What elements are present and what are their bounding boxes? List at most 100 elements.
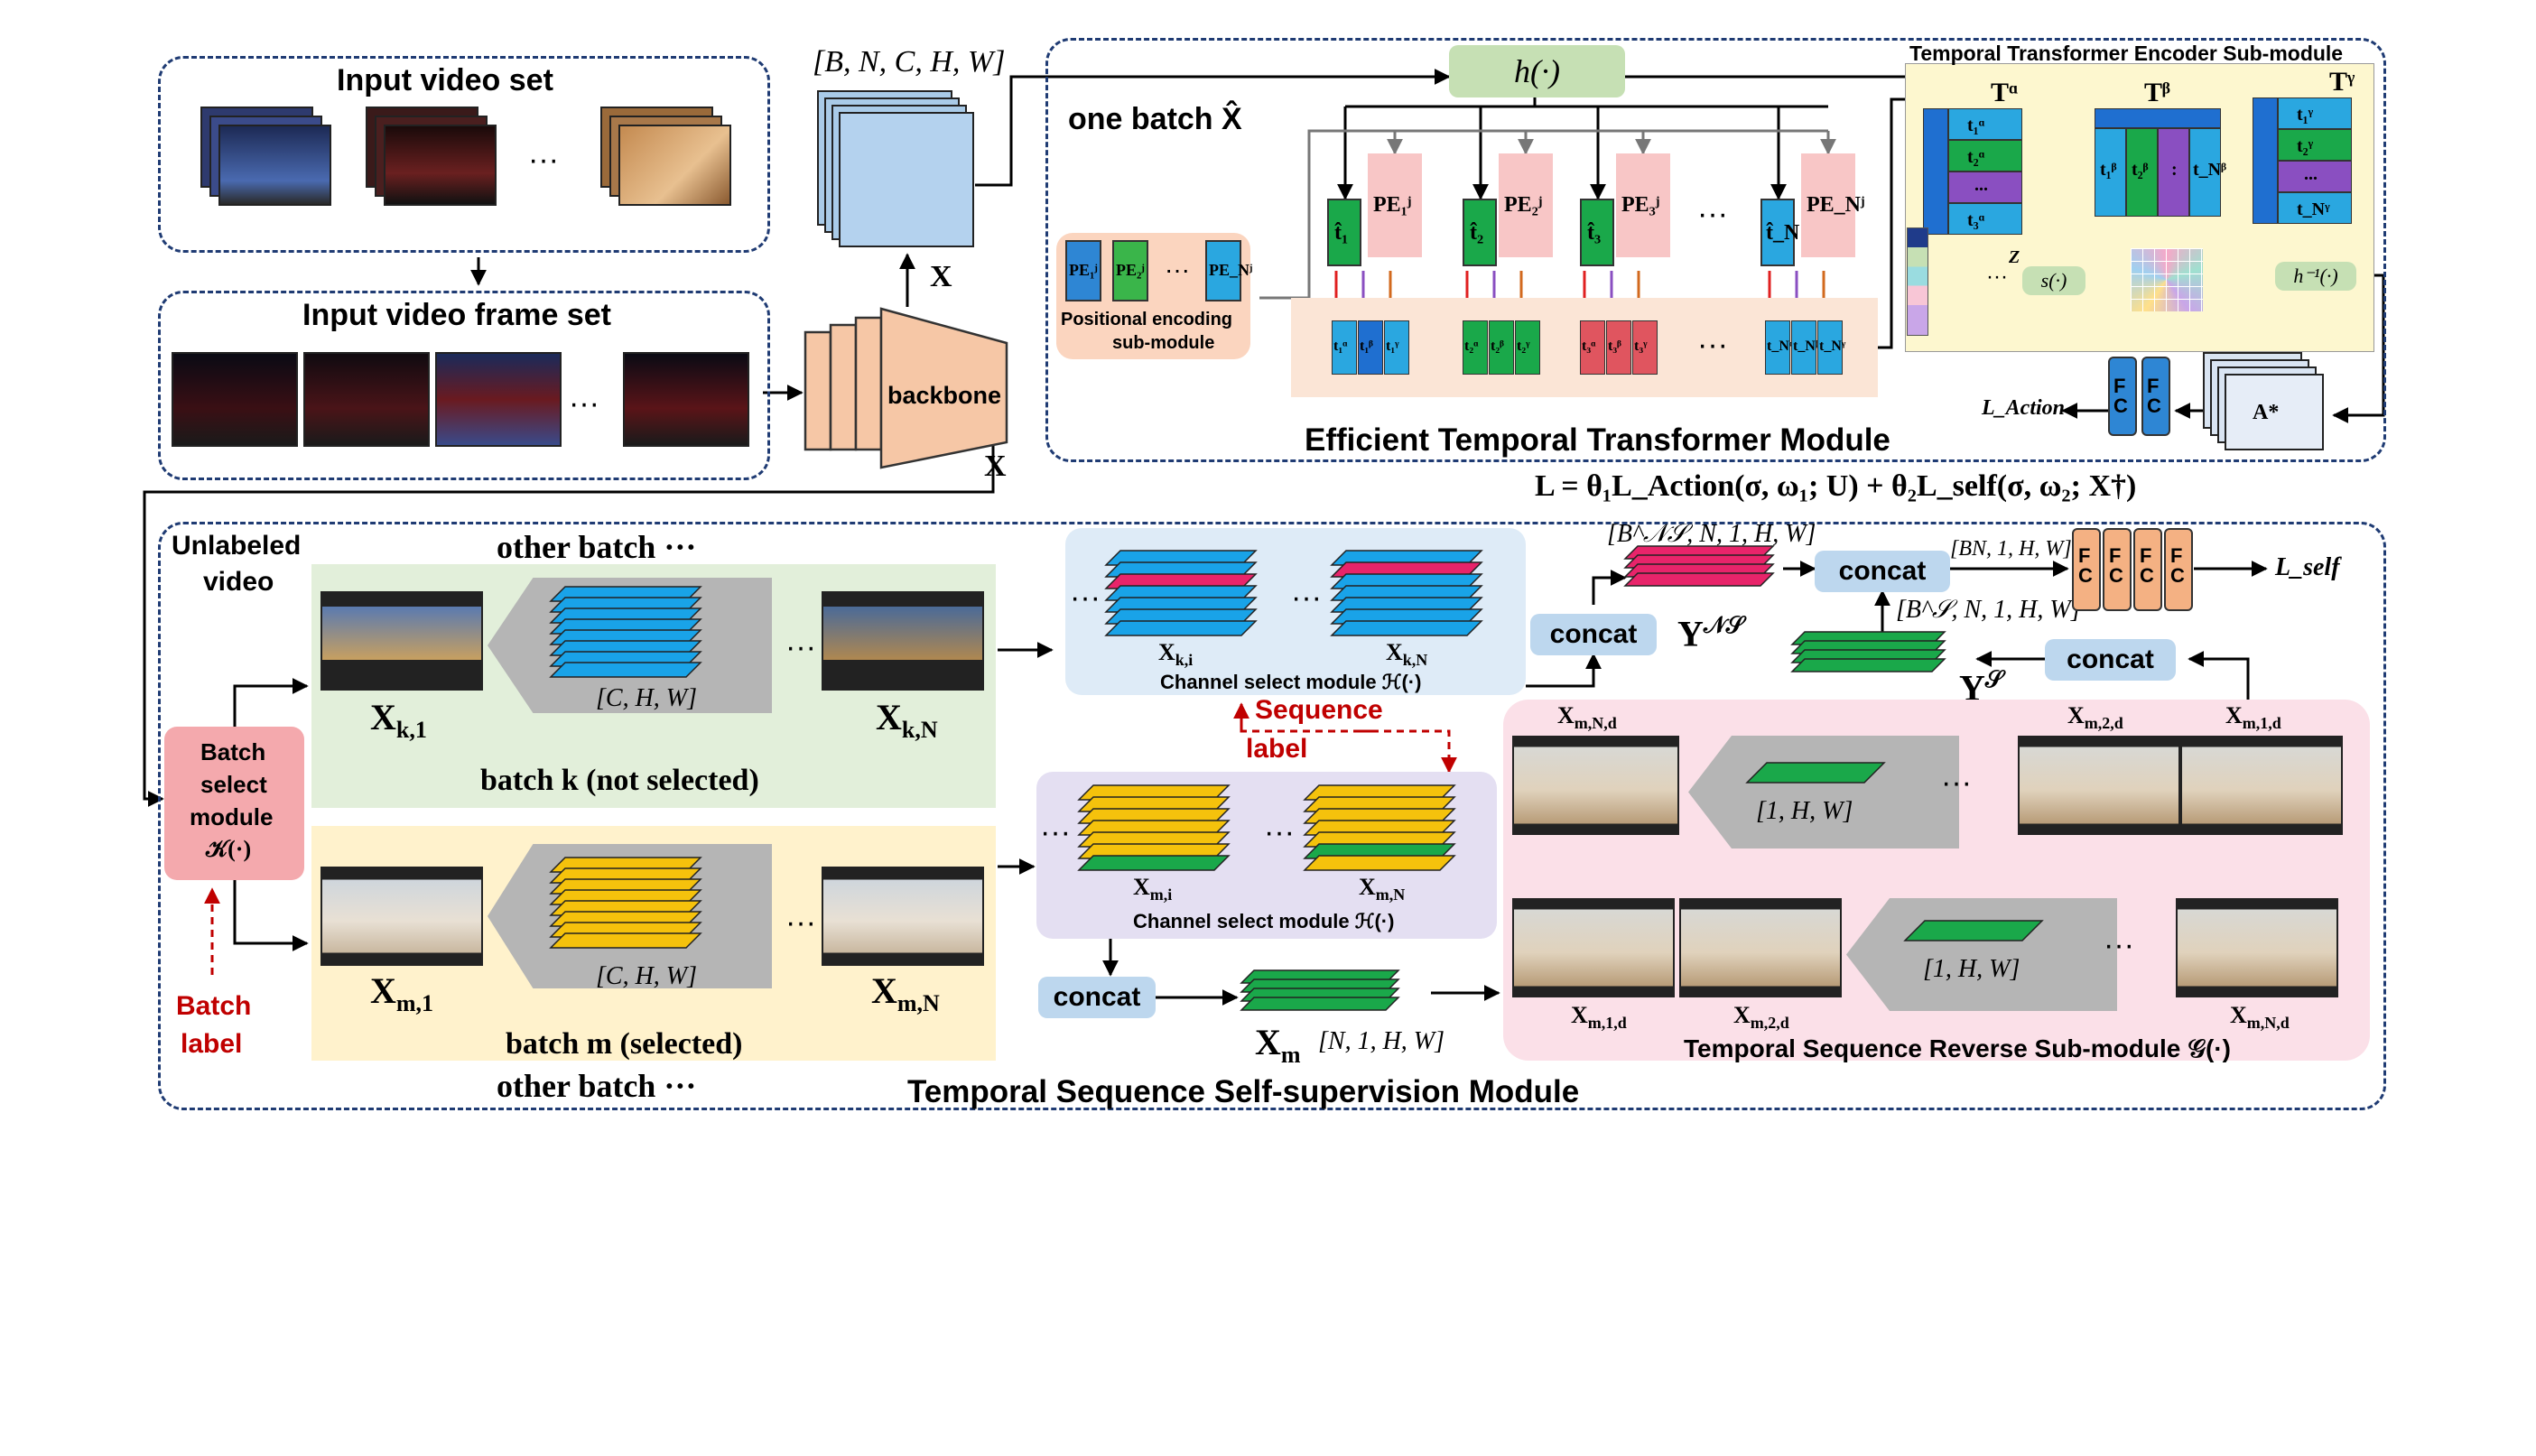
- pe-stack-2: PE₂ʲ: [1112, 240, 1148, 301]
- video-thumb-gymnast: [200, 107, 331, 206]
- csk-dots-2: ···: [1291, 580, 1322, 615]
- xmn-label: Xm,N: [871, 970, 940, 1016]
- rev-top-frame-3: [2180, 736, 2343, 835]
- yns-layer: [1623, 572, 1775, 587]
- frame-set-dots: ···: [569, 386, 599, 421]
- output-token: t₃ᵞ: [1632, 320, 1658, 375]
- rev-top-frame-2: [2018, 736, 2180, 835]
- pe-module-label-1: Positional encoding: [1061, 310, 1233, 329]
- input-video-set-title: Input video set: [337, 63, 553, 97]
- csm-label-m: Channel select module ℋ(·): [1133, 910, 1395, 932]
- output-token: t₃ᵝ: [1606, 320, 1631, 375]
- t-alpha-label: Tᵅ: [1991, 78, 2019, 107]
- select-layer-m-n: [1303, 855, 1456, 871]
- output-token: t₂ᵝ: [1489, 320, 1514, 375]
- batch-select-line3: module: [190, 803, 274, 830]
- tensor-x-label: X: [930, 260, 952, 293]
- csm-dots-2: ···: [1264, 815, 1295, 849]
- a-star-stack: [2203, 352, 2329, 456]
- xkN-label: Xk,N: [1386, 639, 1428, 670]
- tensor-stack: [817, 90, 980, 253]
- pe-stack-dots: ···: [1165, 255, 1190, 283]
- one-batch-label: one batch X̂: [1068, 102, 1242, 136]
- pe-token-n: PE_Nʲ: [1801, 153, 1864, 257]
- xkn-label: Xk,N: [876, 697, 938, 743]
- bn-shape: [BN, 1, H, W]: [1950, 537, 2072, 561]
- frame-thumb-1: [172, 352, 298, 447]
- csm-label-k: Channel select module ℋ(·): [1160, 671, 1422, 693]
- backbone-label: backbone: [887, 382, 1002, 409]
- pe-token-2: PE₂ʲ: [1499, 153, 1553, 257]
- output-token: t₁ᵝ: [1358, 320, 1383, 375]
- batch-label-2: label: [181, 1029, 243, 1059]
- a-star-label: A*: [2253, 401, 2280, 424]
- t-token-2: t̂₂: [1463, 199, 1497, 266]
- frame-xm1: [320, 867, 483, 966]
- fc-action-1: FC: [2108, 357, 2137, 436]
- output-token: t_Nᵝ: [1791, 320, 1820, 375]
- batch-select-module: [164, 727, 304, 880]
- concat-k: concat: [1530, 614, 1657, 655]
- rev-top-label-2: Xm,2,d: [2067, 702, 2123, 733]
- ett-module-panel: [1045, 38, 2386, 462]
- batch-k-dots: ···: [785, 630, 816, 664]
- tss-module-panel: [158, 522, 2386, 1110]
- unlabeled-video-label-1: Unlabeled: [172, 531, 302, 561]
- rev-bottom-frame-1: [1512, 898, 1675, 997]
- tensor-shape-label: [B, N, C, H, W]: [813, 45, 1006, 79]
- concat-right: concat: [2045, 639, 2176, 681]
- input-video-set-panel: [158, 56, 770, 253]
- video-thumb-rings: [366, 107, 497, 206]
- video-set-dots: ···: [528, 143, 559, 177]
- csk-dots-1: ···: [1070, 580, 1101, 615]
- pe-stack-n: PE_Nʲ: [1205, 240, 1252, 301]
- rev-bottom-frame-3: [2176, 898, 2338, 997]
- xki-label: Xk,i: [1158, 639, 1194, 670]
- fc-self-block: FC: [2072, 528, 2101, 611]
- encoder-title: Temporal Transformer Encoder Sub-module: [1909, 42, 2344, 65]
- backbone-block: [804, 307, 1008, 469]
- input-frame-set-title: Input video frame set: [302, 298, 611, 332]
- output-token: t₃ᵅ: [1580, 320, 1605, 375]
- reverse-plane-top: [1745, 762, 1886, 784]
- select-layer-k-n: [1330, 620, 1483, 636]
- tss-module-title: Temporal Sequence Self-supervision Modul…: [907, 1074, 1580, 1109]
- pe-token-1: PE₁ʲ: [1368, 153, 1422, 257]
- frame-xkn: [822, 591, 984, 691]
- batch-select-line4: 𝒦(·): [206, 836, 252, 862]
- t-token-n: t̂_N: [1760, 199, 1799, 266]
- rev-top-frame-1: [1512, 736, 1679, 835]
- concat-m: concat: [1038, 977, 1156, 1018]
- z-label: Z: [2009, 247, 2020, 267]
- loss-equation: L = θ₁L_Action(σ, ω₁; U) + θ₂L_self(σ, ω…: [1535, 469, 2137, 503]
- beta-matrix: t₁ᵝ t₂ᵝ : t_Nᵝ: [2095, 108, 2226, 217]
- fc-action-2: FC: [2141, 357, 2170, 436]
- batch-select-line2: select: [200, 771, 267, 798]
- rev-cone-bottom: [1846, 898, 2117, 1011]
- xmN-label: Xm,N: [1359, 874, 1406, 904]
- bns-shape: [B^𝒩𝒮, N, 1, H, W]: [1607, 520, 1816, 548]
- unlabeled-video-label-2: video: [203, 567, 274, 597]
- encoder-side-column: [1907, 227, 1928, 336]
- h-function: h(·): [1449, 45, 1625, 97]
- frame-xmn: [822, 867, 984, 966]
- output-token: t_Nᵅ: [1765, 320, 1794, 375]
- xk1-label: Xk,1: [370, 697, 427, 743]
- other-batch-top: other batch ···: [497, 529, 697, 565]
- chw-label-k: [C, H, W]: [596, 684, 698, 712]
- rev-bottom-dots: ···: [2104, 928, 2134, 962]
- batch-select-line1: Batch: [200, 738, 266, 765]
- chw-label-m: [C, H, W]: [596, 962, 698, 990]
- rev-cone-top: [1688, 736, 1959, 849]
- fc-self-block: FC: [2164, 528, 2193, 611]
- pe-module-label-2: sub-module: [1112, 333, 1215, 353]
- rev-top-label-3: Xm,1,d: [2225, 702, 2281, 733]
- ys-layer: [1790, 658, 1946, 672]
- rev-one-hw-top: [1, H, W]: [1756, 797, 1853, 825]
- gamma-matrix: t₁ᵞ t₂ᵞ ... t_Nᵞ: [2253, 97, 2352, 224]
- batch-m-label: batch m (selected): [506, 1027, 743, 1061]
- t-gamma-label: Tᵞ: [2329, 67, 2355, 97]
- frame-xk1: [320, 591, 483, 691]
- output-token: t₂ᵞ: [1515, 320, 1540, 375]
